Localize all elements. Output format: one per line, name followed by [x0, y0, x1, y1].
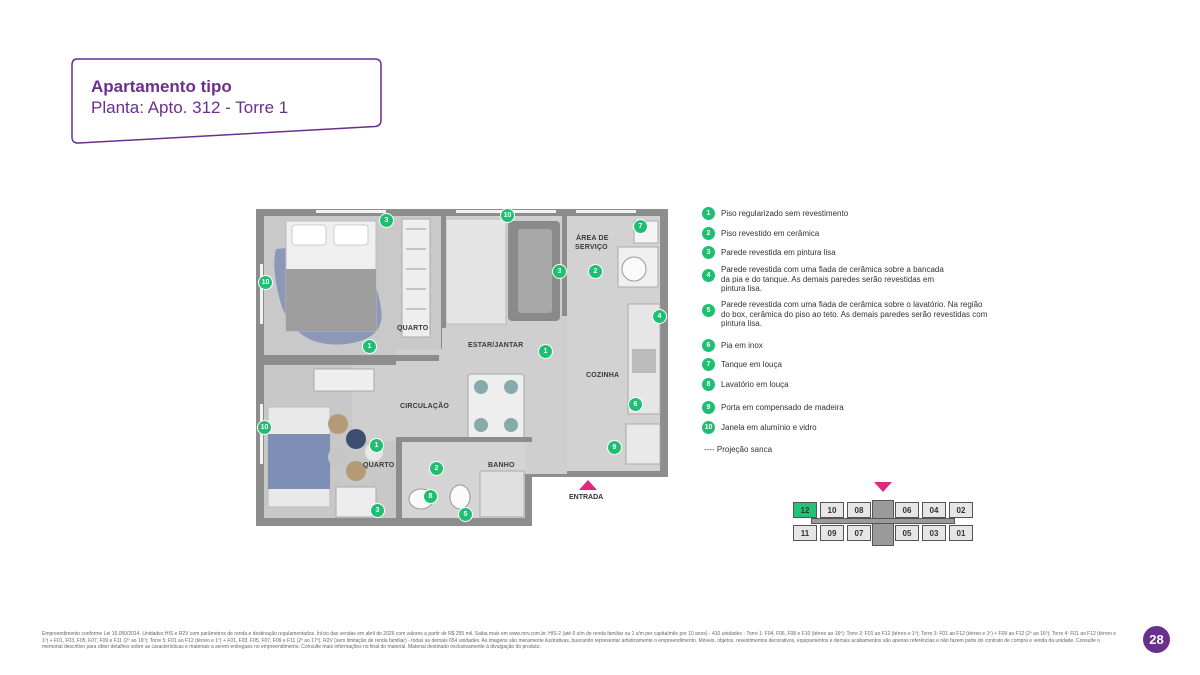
room-label-area-servico-1: ÁREA DE [576, 235, 609, 242]
legend-number: 1 [702, 207, 715, 220]
legend-item: 8 Lavatório em louça [702, 378, 991, 391]
legend-number: 7 [702, 358, 715, 371]
unit-cell: 05 [895, 525, 919, 541]
plan-marker: 10 [501, 209, 514, 222]
room-label-estar: ESTAR/JANTAR [468, 342, 524, 349]
plan-marker: 8 [424, 490, 437, 503]
legend-item: 1 Piso regularizado sem revestimento [702, 207, 991, 220]
legend-text: Piso revestido em cerâmica [721, 229, 820, 238]
title-box-frame [71, 58, 382, 144]
legend-item: 4 Parede revestida com uma fiada de cerâ… [702, 265, 946, 294]
unit-cell: 01 [949, 525, 973, 541]
tower-corridor [811, 518, 955, 524]
legend-number: 4 [702, 269, 715, 282]
legend-text: Piso regularizado sem revestimento [721, 209, 849, 218]
floor-plan: QUARTO ESTAR/JANTAR ÁREA DE SERVIÇO COZI… [256, 209, 668, 527]
room-label-banho: BANHO [488, 462, 515, 469]
legend-number: 3 [702, 246, 715, 259]
plan-marker: 3 [380, 214, 393, 227]
legend-text: Porta em compensado de madeira [721, 403, 844, 412]
page-title: Apartamento tipo [91, 77, 232, 96]
plan-marker: 9 [608, 441, 621, 454]
legend-number: 8 [702, 378, 715, 391]
plan-marker: 4 [653, 310, 666, 323]
legend-text: Parede revestida com uma fiada de cerâmi… [721, 300, 988, 328]
footnote-legal-text: Empreendimento conforme Lei 16.050/2014.… [42, 631, 1117, 650]
page-subtitle: Planta: Apto. 312 - Torre 1 [91, 98, 289, 117]
plan-marker: 5 [459, 508, 472, 521]
legend-text: Janela em alumínio e vidro [721, 423, 817, 432]
legend-text: Pia em inox [721, 341, 763, 350]
plan-marker: 7 [634, 220, 647, 233]
unit-cell: 09 [820, 525, 844, 541]
legend-item: 6 Pia em inox [702, 339, 991, 352]
plan-marker: 3 [553, 265, 566, 278]
legend-text: Parede revestida com uma fiada de cerâmi… [721, 265, 944, 293]
plan-marker: 1 [363, 340, 376, 353]
unit-cell: 06 [895, 502, 919, 518]
room-label-quarto-top: QUARTO [397, 325, 429, 332]
plan-marker: 1 [539, 345, 552, 358]
legend-projection: ---- Projeção sanca [704, 445, 773, 454]
unit-cell: 02 [949, 502, 973, 518]
room-label-cozinha: COZINHA [586, 372, 620, 379]
unit-cell-highlighted: 12 [793, 502, 817, 518]
legend-number: 5 [702, 304, 715, 317]
unit-cell: 04 [922, 502, 946, 518]
title-box: Apartamento tipo Planta: Apto. 312 - Tor… [71, 58, 382, 144]
room-label-quarto-bottom: QUARTO [363, 462, 395, 469]
legend-number: 9 [702, 401, 715, 414]
legend-text: Tanque em louça [721, 360, 782, 369]
page-number: 28 [1143, 626, 1170, 653]
unit-cell: 08 [847, 502, 871, 518]
tower-diagram: 12 10 08 06 04 02 11 09 07 05 03 01 [793, 482, 975, 548]
plan-marker: 10 [259, 276, 272, 289]
legend-text: Lavatório em louça [721, 380, 789, 389]
room-label-circulacao: CIRCULAÇÃO [400, 403, 450, 410]
legend-item: 2 Piso revestido em cerâmica [702, 227, 991, 240]
legend-item: 3 Parede revestida em pintura lisa [702, 246, 991, 259]
plan-marker: 2 [589, 265, 602, 278]
unit-cell: 07 [847, 525, 871, 541]
floor-plan-drawing [256, 209, 668, 526]
plan-marker: 1 [370, 439, 383, 452]
legend-item: 7 Tanque em louça [702, 358, 991, 371]
unit-cell: 10 [820, 502, 844, 518]
legend-number: 2 [702, 227, 715, 240]
legend-item: 5 Parede revestida com uma fiada de cerâ… [702, 300, 991, 329]
room-label-area-servico-2: SERVIÇO [575, 244, 608, 251]
plan-marker: 2 [430, 462, 443, 475]
legend-number: 10 [702, 421, 715, 434]
legend-number: 6 [702, 339, 715, 352]
unit-cell: 03 [922, 525, 946, 541]
entrance-label: ENTRADA [569, 494, 604, 501]
legend-item: 9 Porta em compensado de madeira [702, 401, 991, 414]
unit-cell: 11 [793, 525, 817, 541]
tower-arrow-icon [874, 482, 892, 492]
plan-marker: 10 [258, 421, 271, 434]
plan-marker: 6 [629, 398, 642, 411]
plan-marker: 3 [371, 504, 384, 517]
legend-item: 10 Janela em alumínio e vidro [702, 421, 991, 434]
legend-text: Parede revestida em pintura lisa [721, 248, 836, 257]
entrance-arrow-icon [579, 480, 597, 490]
